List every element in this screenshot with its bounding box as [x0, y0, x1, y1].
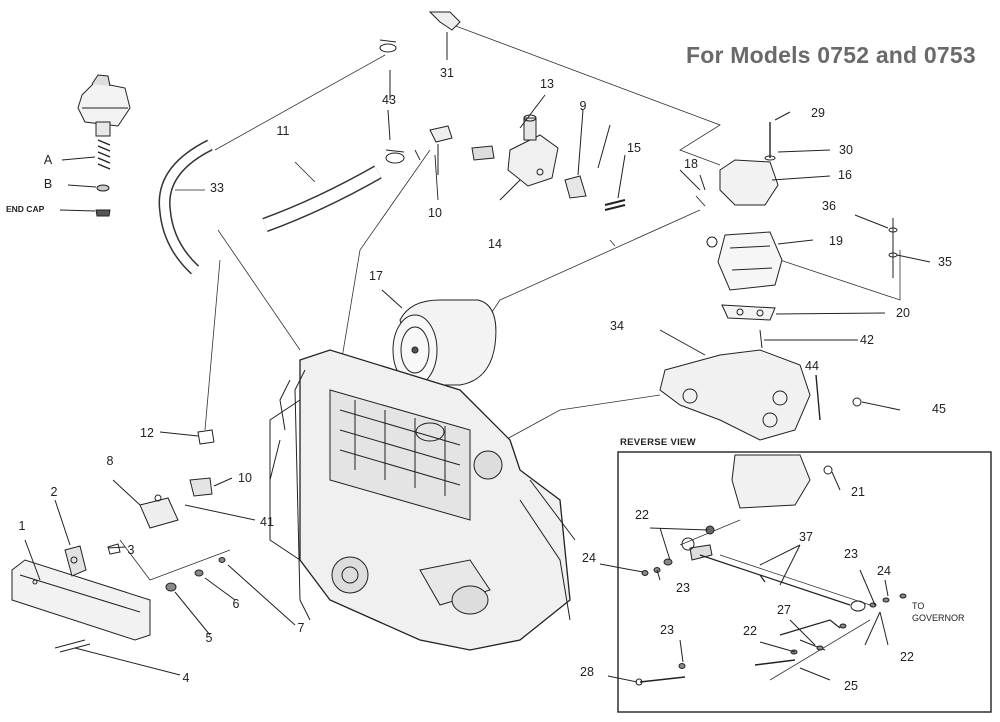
callout-3: 3 — [127, 543, 135, 557]
callout-a: A — [43, 153, 53, 167]
callout-45: 45 — [932, 402, 946, 416]
callout-8: 8 — [106, 454, 114, 468]
fuel-pump — [471, 94, 611, 201]
end-cap-label: END CAP — [6, 204, 45, 214]
callout-28: 28 — [580, 665, 594, 679]
callout-6: 6 — [232, 597, 240, 611]
callout-23-c: 23 — [660, 623, 674, 637]
callout-34: 34 — [610, 319, 624, 333]
callout-31: 31 — [440, 66, 454, 80]
callout-23-a: 23 — [676, 581, 690, 595]
callout-leaders — [414, 149, 706, 207]
hose-clamps — [379, 11, 461, 175]
callout-14: 14 — [488, 237, 502, 251]
reverse-view-label: REVERSE VIEW — [620, 437, 696, 448]
callout-35: 35 — [938, 255, 952, 269]
callout-22-b: 22 — [743, 624, 757, 638]
callout-15: 15 — [627, 141, 641, 155]
callout-21: 21 — [851, 485, 865, 499]
callout-13: 13 — [540, 77, 554, 91]
callout-36: 36 — [822, 199, 836, 213]
callout-b: B — [43, 177, 53, 191]
reverse-view-parts — [599, 454, 907, 686]
callout-29: 29 — [811, 106, 825, 120]
callout-20: 20 — [896, 306, 910, 320]
callout-23-b: 23 — [844, 547, 858, 561]
callout-43: 43 — [382, 93, 396, 107]
callout-10-lower: 10 — [238, 471, 252, 485]
fittings-9-15 — [564, 109, 626, 211]
callout-7: 7 — [297, 621, 305, 635]
callout-2: 2 — [50, 485, 58, 499]
callout-33: 33 — [210, 181, 224, 195]
callout-17: 17 — [369, 269, 383, 283]
callout-42: 42 — [860, 333, 874, 347]
to-governor-label: TO GOVERNOR — [912, 601, 965, 623]
callout-16: 16 — [838, 168, 852, 182]
linkage-parts — [11, 429, 296, 676]
callout-11: 11 — [276, 124, 290, 138]
page-title: For Models 0752 and 0753 — [686, 42, 976, 68]
reverse-view-frame — [617, 451, 992, 713]
intake-manifold — [659, 304, 901, 441]
callout-4: 4 — [182, 671, 190, 685]
callout-9: 9 — [579, 99, 587, 113]
callout-10-upper: 10 — [428, 206, 442, 220]
engine-block — [269, 349, 576, 651]
governor-assembly — [59, 74, 131, 217]
callout-19: 19 — [829, 234, 843, 248]
callout-1: 1 — [18, 519, 26, 533]
callout-24-a: 24 — [582, 551, 596, 565]
callout-44: 44 — [805, 359, 819, 373]
callout-27: 27 — [777, 603, 791, 617]
callout-24-b: 24 — [877, 564, 891, 578]
callout-41: 41 — [260, 515, 274, 529]
callout-25: 25 — [844, 679, 858, 693]
carburetor-assembly — [699, 111, 831, 291]
callout-22-a: 22 — [635, 508, 649, 522]
callout-18: 18 — [684, 157, 698, 171]
callout-30: 30 — [839, 143, 853, 157]
callout-37: 37 — [799, 530, 813, 544]
callout-12: 12 — [140, 426, 154, 440]
callout-22-c: 22 — [900, 650, 914, 664]
callout-5: 5 — [205, 631, 213, 645]
clips-35-36 — [854, 214, 931, 278]
air-cleaner — [381, 289, 497, 386]
